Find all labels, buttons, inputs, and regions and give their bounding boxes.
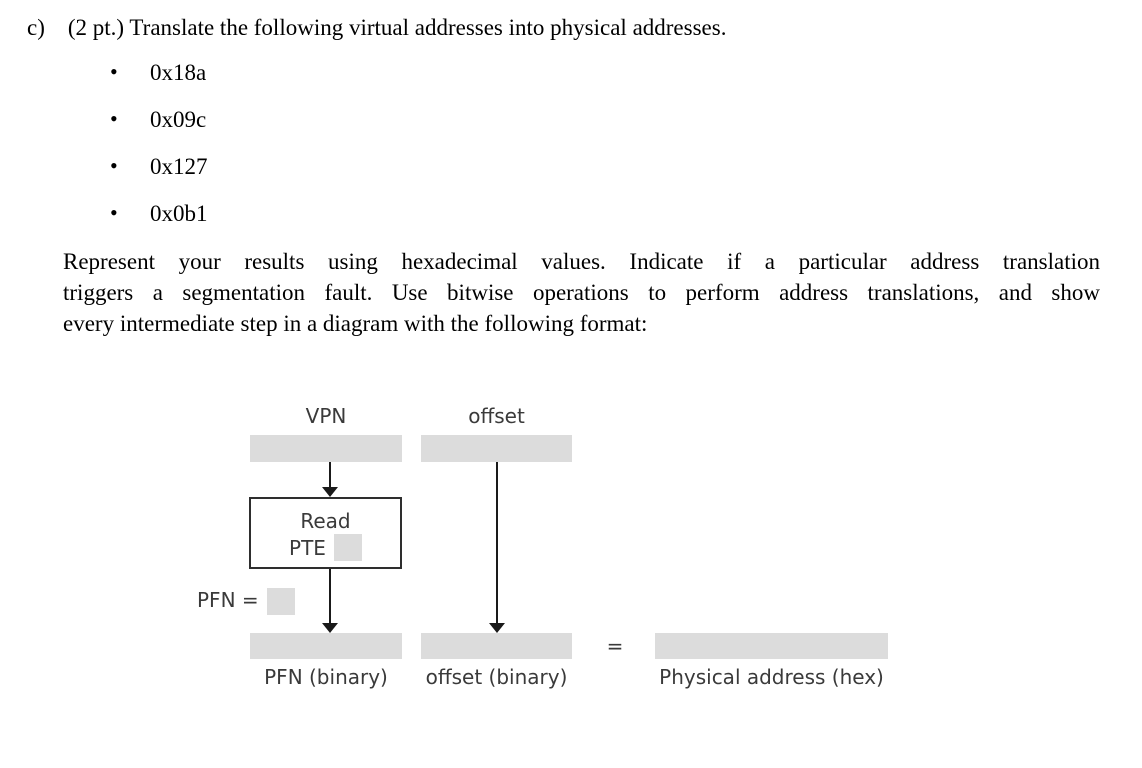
arrow-down-icon bbox=[489, 623, 505, 633]
list-item: • 0x0b1 bbox=[110, 200, 208, 226]
address-value: 0x0b1 bbox=[150, 201, 208, 226]
list-item: • 0x18a bbox=[110, 59, 208, 85]
physical-address-box bbox=[655, 633, 888, 659]
offset-binary-label: offset (binary) bbox=[425, 665, 568, 689]
equals-sign: = bbox=[606, 634, 624, 658]
vpn-value-box bbox=[250, 435, 402, 462]
address-value: 0x127 bbox=[150, 154, 208, 179]
arrow-line bbox=[329, 462, 331, 488]
question-label: c) bbox=[27, 15, 45, 40]
bullet-icon: • bbox=[110, 106, 118, 131]
bullet-icon: • bbox=[110, 59, 118, 84]
address-list: • 0x18a • 0x09c • 0x127 • 0x0b1 bbox=[110, 59, 208, 249]
offset-label: offset bbox=[468, 404, 525, 428]
offset-value-box bbox=[421, 435, 572, 462]
offset-binary-box bbox=[421, 633, 572, 659]
read-pte-box: Read PTE bbox=[249, 497, 402, 569]
bullet-icon: • bbox=[110, 200, 118, 225]
question-text: (2 pt.) Translate the following virtual … bbox=[67, 15, 727, 40]
read-pte-line1: Read bbox=[300, 509, 351, 533]
pfn-binary-box bbox=[250, 633, 402, 659]
address-value: 0x18a bbox=[150, 60, 207, 85]
paragraph-line: Represent your results using hexadecimal… bbox=[63, 249, 1100, 274]
arrow-line bbox=[496, 462, 498, 624]
instruction-paragraph: Represent your results using hexadecimal… bbox=[63, 246, 1100, 339]
physical-address-label: Physical address (hex) bbox=[659, 665, 884, 689]
paragraph-line: triggers a segmentation fault. Use bitwi… bbox=[63, 280, 1100, 305]
address-value: 0x09c bbox=[150, 107, 207, 132]
pfn-equals-label: PFN = bbox=[197, 588, 259, 612]
read-pte-line2: PTE bbox=[289, 535, 326, 560]
paragraph-line: every intermediate step in a diagram wit… bbox=[63, 311, 648, 336]
bullet-icon: • bbox=[110, 153, 118, 178]
pfn-value-placeholder bbox=[267, 588, 295, 615]
arrow-down-icon bbox=[322, 487, 338, 497]
vpn-label: VPN bbox=[305, 404, 347, 428]
pfn-binary-label: PFN (binary) bbox=[264, 665, 388, 689]
pte-value-placeholder bbox=[333, 534, 362, 561]
arrow-down-icon bbox=[322, 623, 338, 633]
arrow-line bbox=[329, 569, 331, 624]
list-item: • 0x127 bbox=[110, 153, 208, 179]
list-item: • 0x09c bbox=[110, 106, 208, 132]
question-heading: c) (2 pt.) Translate the following virtua… bbox=[27, 13, 726, 43]
